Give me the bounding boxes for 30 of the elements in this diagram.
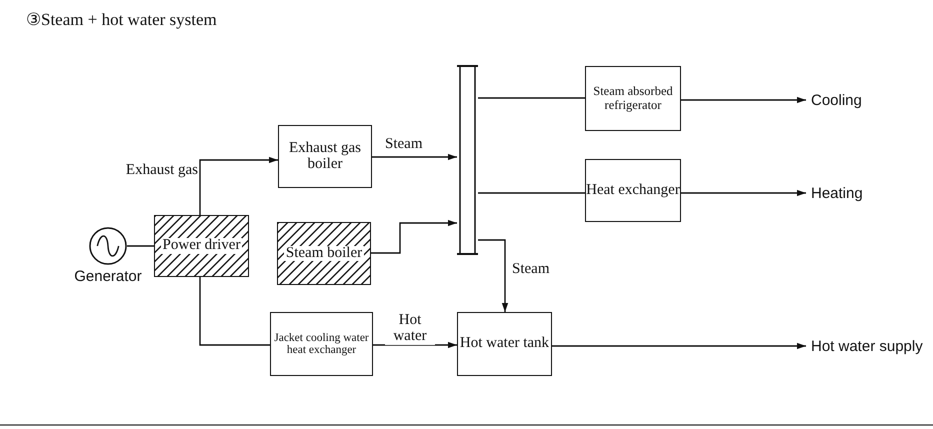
box-label: Hot water tank xyxy=(460,336,550,352)
process-box xyxy=(270,312,373,376)
arrow xyxy=(478,239,508,312)
diagram-title: ③Steam + hot water system xyxy=(26,9,217,30)
equipment-box xyxy=(277,222,371,285)
box-label: Jacket cooling water heat exchanger xyxy=(273,332,370,356)
arrow xyxy=(371,220,457,254)
output-label: Cooling xyxy=(806,90,876,110)
box-label: Steam absorbed refrigerator xyxy=(592,85,674,112)
caption-text: Generator xyxy=(73,268,143,285)
arrow xyxy=(681,96,806,104)
process-box xyxy=(585,66,681,131)
output-label: Hot water supply xyxy=(806,336,931,356)
box-label: Power driver xyxy=(160,238,242,254)
arrow xyxy=(373,342,457,348)
arrow xyxy=(552,342,806,350)
process-box xyxy=(278,125,372,188)
arrow xyxy=(372,154,457,160)
process-box xyxy=(457,312,552,376)
process-box xyxy=(585,159,681,222)
box-label: Heat exchanger xyxy=(586,182,680,198)
box-label: Exhaust gas boiler xyxy=(288,140,362,172)
arrow xyxy=(199,156,278,215)
generator-symbol xyxy=(89,227,127,265)
steam-header xyxy=(457,65,478,255)
edge-label: Hot water xyxy=(385,313,435,344)
output-label: Heating xyxy=(806,183,886,203)
box-label: Steam boiler xyxy=(284,246,364,262)
equipment-box xyxy=(154,215,249,277)
arrow xyxy=(681,190,806,196)
